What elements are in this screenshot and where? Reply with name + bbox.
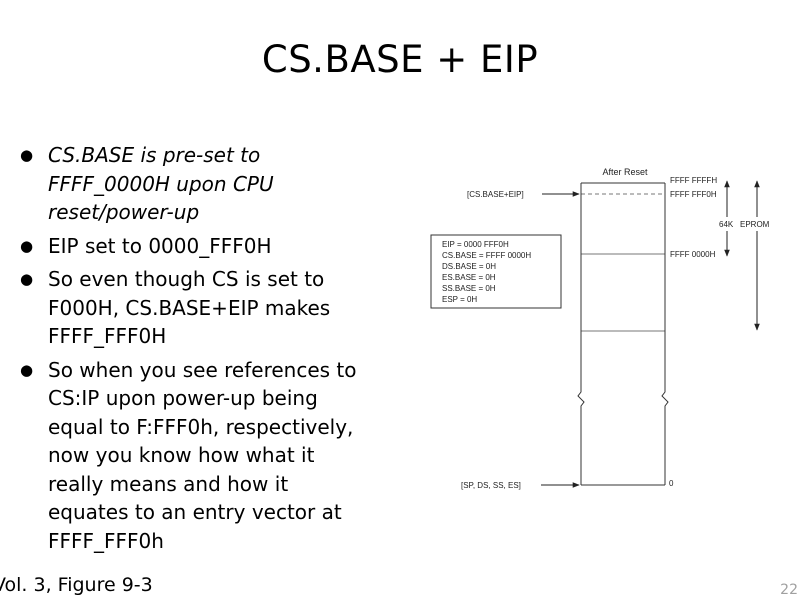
bullet-item: ● CS.BASE is pre-set to FFFF_0000H upon …	[20, 141, 365, 227]
region-label: EPROM	[740, 220, 770, 229]
register-line: DS.BASE = 0H	[442, 262, 496, 271]
bullet-text: EIP set to 0000_FFF0H	[48, 233, 272, 258]
entry-pointer-label: [CS.BASE+EIP]	[467, 190, 524, 199]
register-box	[430, 234, 562, 309]
register-line: SS.BASE = 0H	[442, 284, 496, 293]
bullet-icon: ●	[20, 360, 34, 379]
stack-pointer-label: [SP, DS, SS, ES]	[461, 481, 521, 490]
register-line: ESP = 0H	[442, 295, 477, 304]
bullet-text: CS.BASE is pre-set to FFFF_0000H upon CP…	[48, 143, 274, 224]
bullet-icon: ●	[20, 146, 34, 164]
address-label-base: FFFF 0000H	[670, 250, 716, 259]
address-label-entry: FFFF FFF0H	[670, 190, 717, 199]
address-label-top: FFFF FFFFH	[670, 176, 717, 185]
bullet-item: ● So even though CS is set to F000H, CS.…	[20, 265, 365, 351]
diagram-title: After Reset	[602, 167, 648, 177]
bullet-icon: ●	[20, 236, 34, 255]
bullet-item: ● So when you see references to CS:IP up…	[20, 356, 365, 556]
bullet-item: ● EIP set to 0000_FFF0H	[20, 232, 365, 261]
size-label: 64K	[719, 220, 734, 229]
figure-citation: Vol. 3, Figure 9-3	[0, 574, 153, 596]
bullet-list: ● CS.BASE is pre-set to FFFF_0000H upon …	[20, 141, 365, 560]
bullet-text: So when you see references to CS:IP upon…	[48, 357, 357, 553]
page-number: 22	[780, 582, 798, 598]
memory-column	[577, 182, 669, 486]
address-label-zero: 0	[669, 479, 674, 488]
bullet-icon: ●	[20, 270, 34, 288]
register-line: EIP = 0000 FFF0H	[442, 240, 509, 249]
bullet-text: So even though CS is set to F000H, CS.BA…	[48, 267, 331, 348]
register-line: CS.BASE = FFFF 0000H	[442, 251, 531, 260]
register-line: ES.BASE = 0H	[442, 273, 496, 282]
slide-title: CS.BASE + EIP	[261, 38, 539, 81]
